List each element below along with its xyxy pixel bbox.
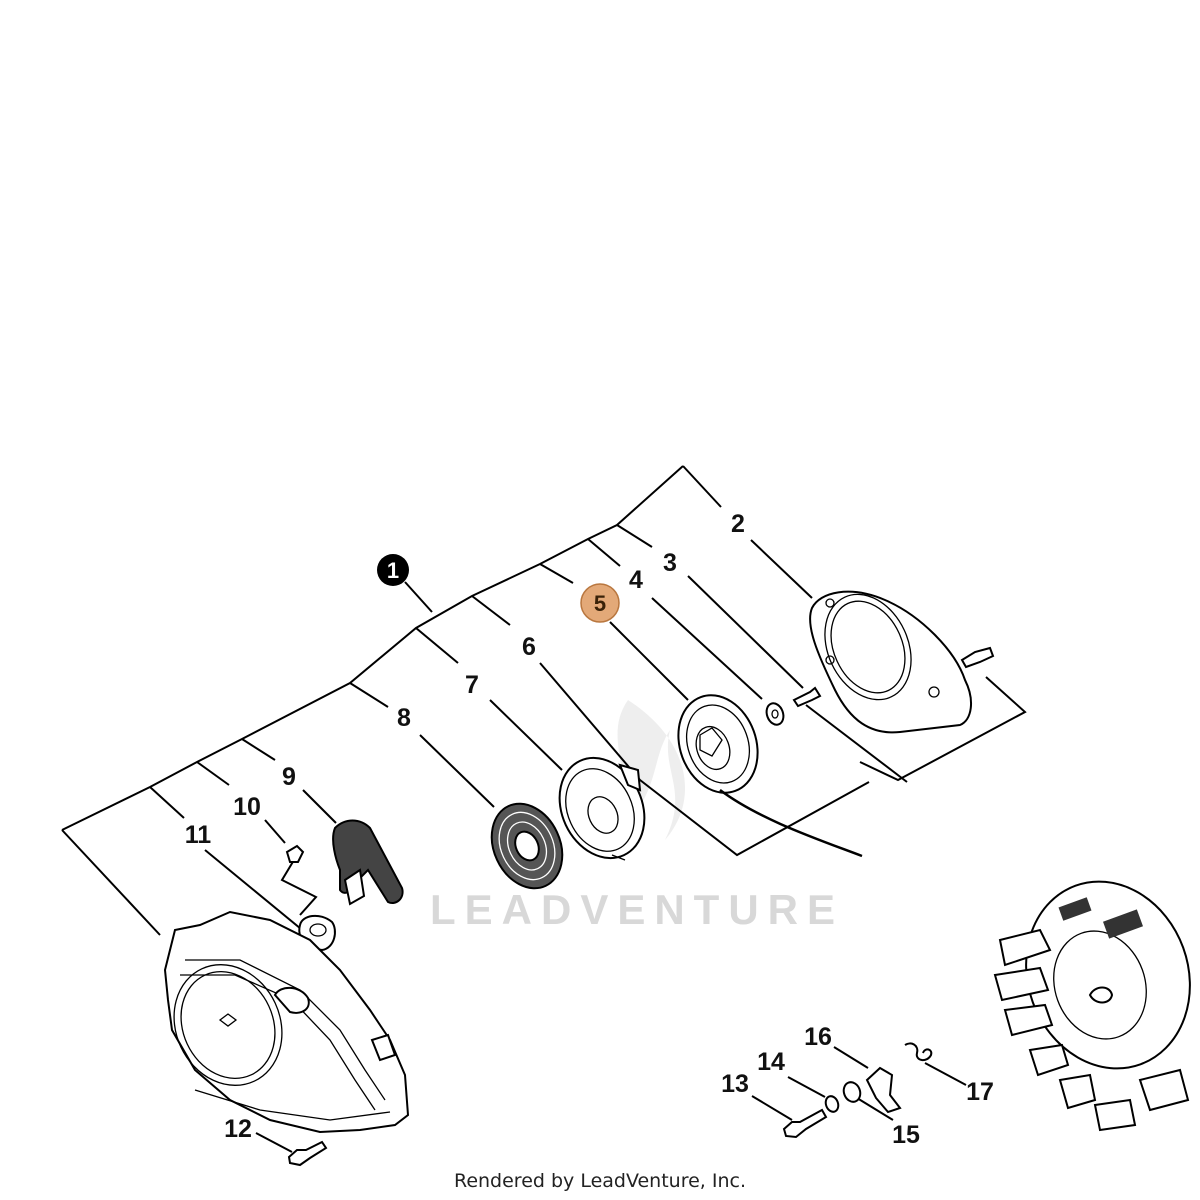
- part-spring-17: [904, 1042, 933, 1061]
- callout-11[interactable]: 11: [185, 821, 212, 849]
- part-pawl-16: [865, 1066, 902, 1114]
- callout-16[interactable]: 16: [804, 1023, 832, 1051]
- part-washer-4: [765, 702, 785, 726]
- callout-6[interactable]: 6: [522, 633, 536, 661]
- callout-13[interactable]: 13: [721, 1070, 749, 1098]
- callout-8[interactable]: 8: [397, 704, 411, 732]
- callout-5-highlighted[interactable]: 5: [580, 583, 620, 623]
- part-starter-grip-9: [332, 819, 404, 906]
- callouts: 1 5 2 3 4 6 7 8 9 10 11 12 13 14 15 16 1…: [185, 510, 994, 1149]
- part-screw-13: [782, 1108, 828, 1139]
- callout-1[interactable]: 1: [377, 554, 409, 586]
- part-spring-housing-6: [558, 756, 646, 861]
- part-washer-14: [824, 1095, 840, 1113]
- callout-3[interactable]: 3: [663, 549, 677, 577]
- callout-15[interactable]: 15: [892, 1121, 920, 1149]
- callout-4[interactable]: 4: [629, 566, 643, 594]
- footer-credit: Rendered by LeadVenture, Inc.: [453, 1170, 747, 1192]
- part-cover-plate: [809, 590, 995, 734]
- part-sleeve-15: [842, 1081, 862, 1103]
- part-screw-3: [792, 686, 822, 708]
- part-rewind-spring-7: [490, 802, 564, 890]
- callout-7[interactable]: 7: [465, 671, 479, 699]
- callout-5-label: 5: [594, 591, 606, 616]
- callout-10[interactable]: 10: [233, 793, 261, 821]
- callout-14[interactable]: 14: [757, 1048, 785, 1076]
- part-flywheel: [993, 880, 1191, 1132]
- leader-lines: [61, 465, 1027, 1153]
- part-fan-housing: [163, 910, 410, 1134]
- callout-17[interactable]: 17: [966, 1078, 994, 1106]
- callout-1-label: 1: [387, 558, 399, 583]
- part-rope-rotor-5: [677, 694, 863, 858]
- part-screw-10: [285, 844, 305, 863]
- watermark-text: LEADVENTURE: [430, 886, 844, 933]
- callout-2[interactable]: 2: [731, 510, 745, 538]
- part-screw-12: [287, 1140, 328, 1167]
- callout-9[interactable]: 9: [282, 763, 296, 791]
- callout-12[interactable]: 12: [224, 1115, 252, 1143]
